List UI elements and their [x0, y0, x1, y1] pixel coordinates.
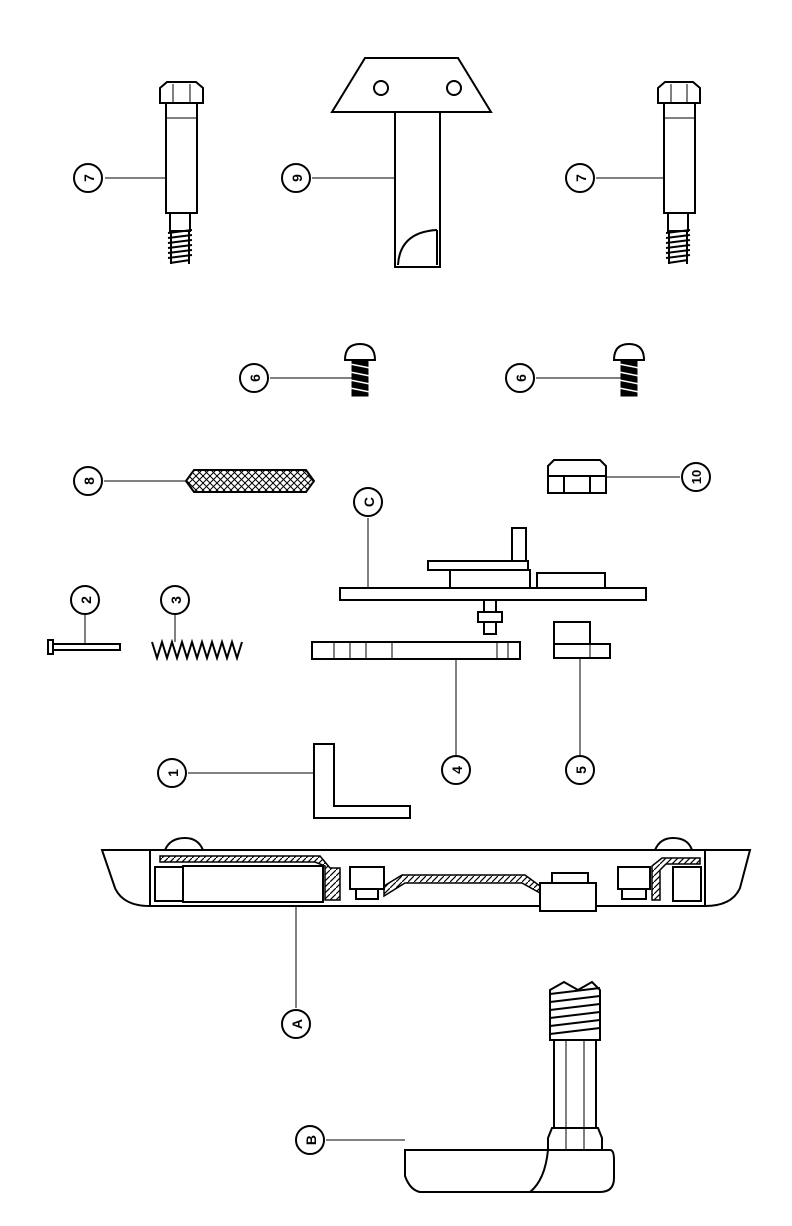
screw-left — [343, 342, 377, 397]
svg-text:1: 1 — [165, 769, 181, 777]
latch-plate-assembly — [339, 527, 647, 635]
svg-text:10: 10 — [689, 470, 704, 484]
svg-text:4: 4 — [449, 766, 465, 774]
small-pin — [47, 639, 121, 655]
callout-9: 9 — [281, 163, 311, 193]
callout-5: 5 — [565, 755, 595, 785]
shoulder-bolt-right — [657, 81, 701, 264]
svg-text:B: B — [303, 1135, 319, 1145]
coil-spring — [151, 638, 243, 662]
svg-text:9: 9 — [289, 174, 305, 182]
svg-text:6: 6 — [513, 374, 529, 382]
screw-right — [612, 342, 646, 397]
callout-b: B — [295, 1125, 325, 1155]
svg-text:2: 2 — [78, 596, 94, 604]
svg-text:C: C — [361, 497, 377, 507]
svg-text:7: 7 — [81, 174, 97, 182]
svg-text:A: A — [289, 1019, 305, 1029]
callout-10: 10 — [681, 462, 711, 492]
svg-text:8: 8 — [81, 477, 97, 485]
svg-text:6: 6 — [247, 374, 263, 382]
lever-handle — [404, 980, 615, 1193]
callout-7-right: 7 — [565, 163, 595, 193]
svg-text:7: 7 — [573, 174, 589, 182]
callout-c: C — [353, 487, 383, 517]
l-bracket — [313, 743, 411, 819]
callout-2: 2 — [70, 585, 100, 615]
callout-6-right: 6 — [505, 363, 535, 393]
callout-8: 8 — [73, 466, 103, 496]
knurled-pin — [184, 469, 316, 493]
hex-nut — [547, 459, 607, 494]
callout-7-left: 7 — [73, 163, 103, 193]
slide-bar — [311, 641, 521, 660]
latch-housing-assembly — [100, 836, 752, 912]
callout-4: 4 — [441, 755, 471, 785]
callout-1: 1 — [157, 758, 187, 788]
knife-blade — [330, 57, 493, 268]
svg-text:3: 3 — [168, 596, 184, 604]
guide-block — [553, 621, 611, 659]
svg-text:5: 5 — [573, 766, 589, 774]
shoulder-bolt-left — [159, 81, 204, 264]
callout-a: A — [281, 1009, 311, 1039]
callout-6-left: 6 — [239, 363, 269, 393]
callout-3: 3 — [160, 585, 190, 615]
